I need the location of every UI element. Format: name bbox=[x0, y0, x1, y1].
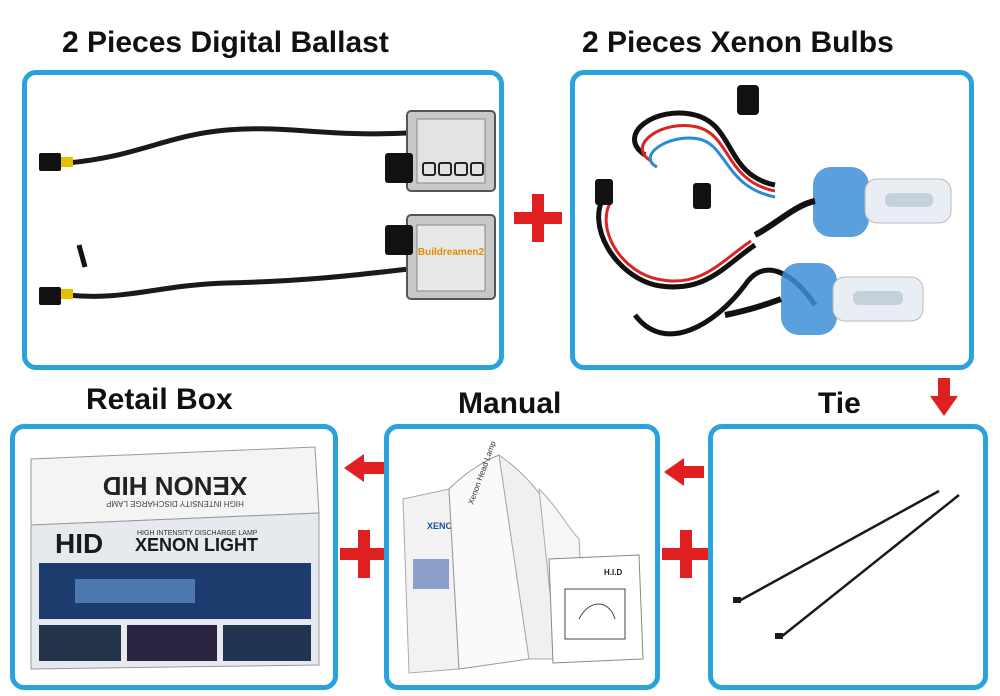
ballast-brand: Buildreamen2 bbox=[418, 247, 485, 258]
retail-box-title: Retail Box bbox=[86, 383, 233, 416]
arrow-left-icon bbox=[344, 454, 384, 482]
box-top-sub: HIGH INTENSITY DISCHARGE LAMP bbox=[106, 499, 244, 508]
tie-panel bbox=[708, 424, 988, 690]
tie-title: Tie bbox=[818, 387, 861, 420]
manual-title: Manual bbox=[458, 387, 562, 420]
box-front-sub: HIGH INTENSITY DISCHARGE LAMP bbox=[137, 530, 258, 537]
ballast-illustration: Buildreamen2 bbox=[39, 110, 496, 305]
ballast-title: 2 Pieces Digital Ballast bbox=[62, 26, 389, 59]
plus-icon bbox=[514, 194, 562, 242]
box-front-xenon: XENON LIGHT bbox=[135, 535, 258, 555]
manual-panel: XENON Xenon Head Lamp H.I.D bbox=[384, 424, 660, 690]
box-front-hid: HID bbox=[55, 528, 103, 559]
bulbs-title: 2 Pieces Xenon Bulbs bbox=[582, 26, 894, 59]
arrow-left-icon bbox=[664, 458, 704, 486]
plus-icon bbox=[340, 530, 388, 578]
ballast-panel: Buildreamen2 bbox=[22, 70, 504, 370]
box-top-text: XENON HID bbox=[103, 471, 247, 501]
manual-cover-text: XENON bbox=[427, 521, 459, 531]
arrow-down-icon bbox=[930, 378, 958, 416]
manual-diagram-label: H.I.D bbox=[604, 568, 622, 577]
bulbs-panel bbox=[570, 70, 974, 370]
retail-box-illustration: XENON HID HIGH INTENSITY DISCHARGE LAMP … bbox=[30, 446, 320, 670]
plus-icon bbox=[662, 530, 710, 578]
bulbs-illustration bbox=[595, 85, 952, 337]
tie-illustration bbox=[733, 489, 960, 639]
manual-illustration: XENON Xenon Head Lamp H.I.D bbox=[402, 439, 644, 674]
retail-box-panel: XENON HID HIGH INTENSITY DISCHARGE LAMP … bbox=[10, 424, 338, 690]
